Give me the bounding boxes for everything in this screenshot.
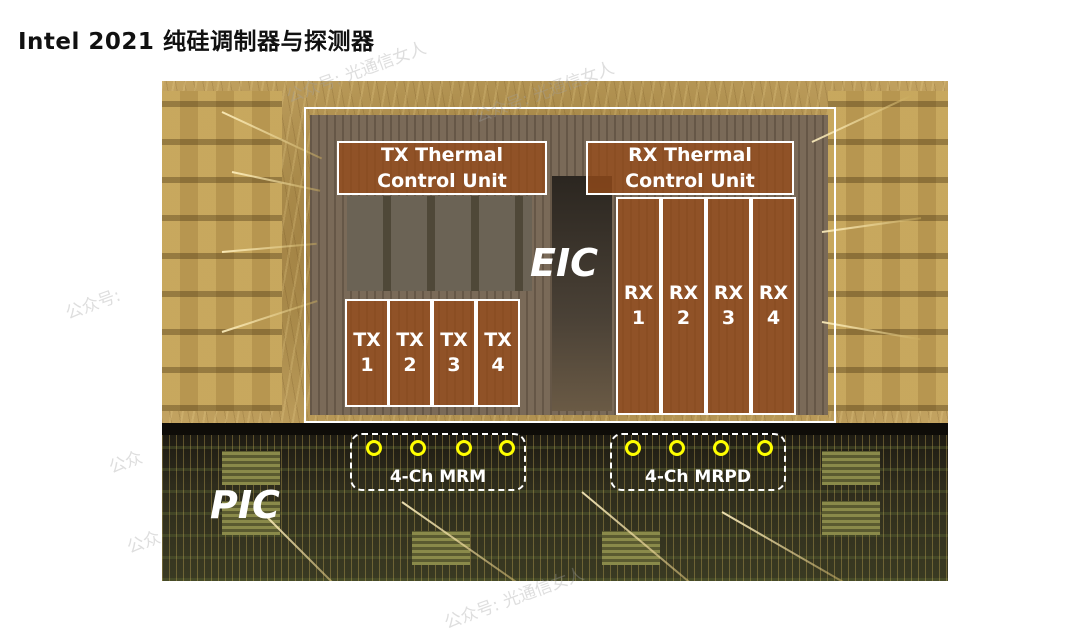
microring-photodetector-icon xyxy=(625,440,641,456)
mrpd-group-outline xyxy=(610,433,786,491)
rx-channel-2: RX 2 xyxy=(661,197,706,415)
tx-circuit-blocks xyxy=(347,196,532,291)
tx-channel-4: TX 4 xyxy=(476,299,520,407)
tx-thermal-line1: TX Thermal xyxy=(380,144,504,166)
rx-channel-name: RX xyxy=(623,282,654,304)
eic-label: EIC xyxy=(530,241,598,285)
tx-channel-number: 1 xyxy=(360,354,374,376)
pic-top-edge xyxy=(162,423,948,435)
tx-channel-number: 3 xyxy=(447,354,461,376)
slide-title: Intel 2021 纯硅调制器与探测器 xyxy=(18,29,375,55)
tx-channel-3: TX 3 xyxy=(432,299,476,407)
mrm-label: 4-Ch MRM xyxy=(389,467,487,487)
microring-photodetector-icon xyxy=(713,440,729,456)
tx-channel-name: TX xyxy=(353,329,381,351)
rx-channel-4: RX 4 xyxy=(751,197,796,415)
rx-thermal-line1: RX Thermal xyxy=(628,144,752,166)
right-bond-pads xyxy=(828,91,948,411)
rx-channel-number: 1 xyxy=(631,307,646,329)
tx-channel-name: TX xyxy=(396,329,424,351)
pic-label: PIC xyxy=(210,483,280,527)
pic-die-background xyxy=(162,423,948,581)
pic-pad xyxy=(822,451,880,485)
microring-modulator-icon xyxy=(456,440,472,456)
rx-channel-3: RX 3 xyxy=(706,197,751,415)
rx-channel-number: 4 xyxy=(766,307,781,329)
rx-channel-1: RX 1 xyxy=(616,197,661,415)
center-circuit-region xyxy=(552,176,612,411)
rx-channel-name: RX xyxy=(758,282,789,304)
tx-channel-number: 4 xyxy=(491,354,505,376)
microring-modulator-icon xyxy=(499,440,515,456)
rx-channel-number: 3 xyxy=(721,307,736,329)
tx-channel-name: TX xyxy=(440,329,468,351)
tx-channel-2: TX 2 xyxy=(388,299,432,407)
rx-channel-name: RX xyxy=(668,282,699,304)
microring-photodetector-icon xyxy=(669,440,685,456)
tx-channel-name: TX xyxy=(484,329,512,351)
rx-channel-number: 2 xyxy=(676,307,691,329)
microring-photodetector-icon xyxy=(757,440,773,456)
pic-pad xyxy=(222,451,280,485)
mrpd-label: 4-Ch MRPD xyxy=(645,467,751,487)
pic-pad xyxy=(412,531,470,565)
microring-modulator-icon xyxy=(410,440,426,456)
tx-thermal-line2: Control Unit xyxy=(377,170,507,192)
watermark: 公众 xyxy=(106,447,146,479)
watermark: 公众号: xyxy=(63,285,124,324)
watermark: 公众 xyxy=(124,527,164,559)
rx-channel-name: RX xyxy=(713,282,744,304)
mrm-group-outline xyxy=(350,433,526,491)
eic-outline xyxy=(304,107,836,423)
tx-channel-1: TX 1 xyxy=(345,299,389,407)
pic-pad xyxy=(822,501,880,535)
microring-modulator-icon xyxy=(366,440,382,456)
tx-channel-number: 2 xyxy=(403,354,417,376)
rx-thermal-line2: Control Unit xyxy=(625,170,755,192)
